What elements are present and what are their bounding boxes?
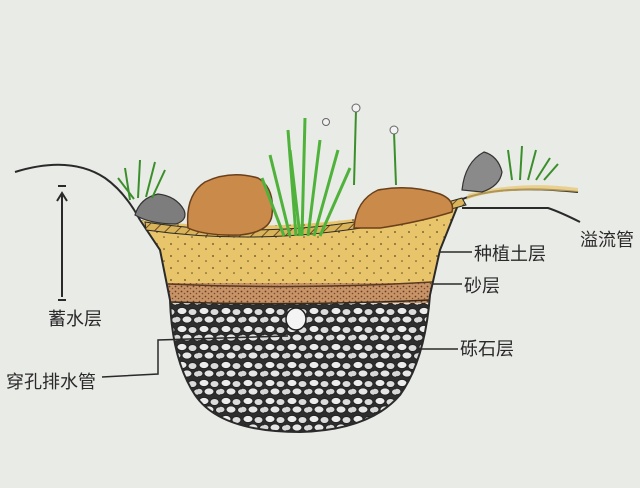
- basin-outline: [139, 199, 461, 434]
- flower-bud-1: [351, 103, 361, 113]
- sand-boundary-top: [167, 281, 433, 288]
- boulder-left: [186, 174, 274, 236]
- leader-lines: [101, 251, 472, 378]
- flower-stalk: [353, 109, 397, 186]
- basin-layers: [140, 200, 460, 432]
- grey-rock-left: [134, 193, 186, 225]
- flower-bud-2: [389, 125, 399, 135]
- drain-pipe-label: 穿孔排水管: [6, 372, 96, 393]
- sand-layer-label: 砂层: [464, 276, 500, 297]
- overflow-pipe-label: 溢流管: [580, 230, 634, 251]
- water-storage-arrow: [56, 185, 68, 301]
- ground-surface-left: [14, 163, 141, 221]
- flower-bud-3: [322, 118, 330, 126]
- ground-fill-right: [466, 185, 578, 200]
- grey-rock-right: [461, 151, 503, 193]
- planting-soil-label: 种植土层: [474, 244, 546, 265]
- grass-center: [260, 117, 352, 237]
- perforated-drain-pipe: [285, 307, 307, 331]
- gravel-layer-label: 砾石层: [460, 339, 514, 360]
- grass-right: [507, 145, 559, 181]
- boulder-right: [353, 187, 454, 229]
- water-storage-label: 蓄水层: [48, 309, 102, 330]
- gravel-boundary-top: [169, 299, 431, 305]
- overflow-pipe: [462, 207, 581, 223]
- sand-layer: [140, 283, 460, 303]
- grass-left: [117, 159, 166, 201]
